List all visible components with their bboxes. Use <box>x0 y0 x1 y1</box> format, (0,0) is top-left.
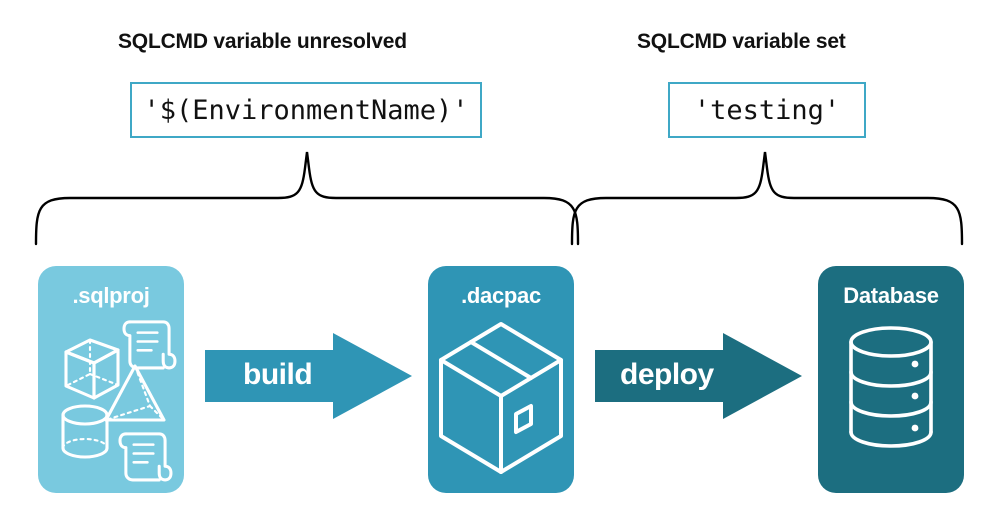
brace-build-group <box>34 151 580 246</box>
artifact-dacpac: .dacpac <box>428 266 574 493</box>
group-heading-deploy: SQLCMD variable set <box>637 30 846 53</box>
brace-deploy-group <box>570 151 964 246</box>
cylinder-icon <box>61 404 109 459</box>
sqlcmd-variable-value-unresolved: '$(EnvironmentName)' <box>130 82 482 138</box>
artifact-dacpac-label: .dacpac <box>461 283 541 308</box>
artifact-sqlproj-label: .sqlproj <box>72 283 150 308</box>
package-box-icon <box>439 322 563 474</box>
scroll-icon <box>118 432 173 482</box>
group-heading-build: SQLCMD variable unresolved <box>118 30 407 53</box>
sqlcmd-variable-value-set: 'testing' <box>668 82 866 138</box>
arrow-build-label: build <box>243 358 313 391</box>
artifact-database: Database <box>818 266 964 493</box>
arrow-deploy-label: deploy <box>620 358 714 391</box>
cube-icon <box>64 338 120 400</box>
project-shapes-icon <box>61 320 177 482</box>
scroll-icon <box>122 320 177 370</box>
artifact-sqlproj: .sqlproj <box>38 266 184 493</box>
artifact-database-label: Database <box>843 283 939 308</box>
pyramid-icon <box>104 364 166 422</box>
arrow-deploy <box>595 333 802 419</box>
database-cylinder-icon <box>849 326 933 448</box>
arrow-build <box>205 333 412 419</box>
